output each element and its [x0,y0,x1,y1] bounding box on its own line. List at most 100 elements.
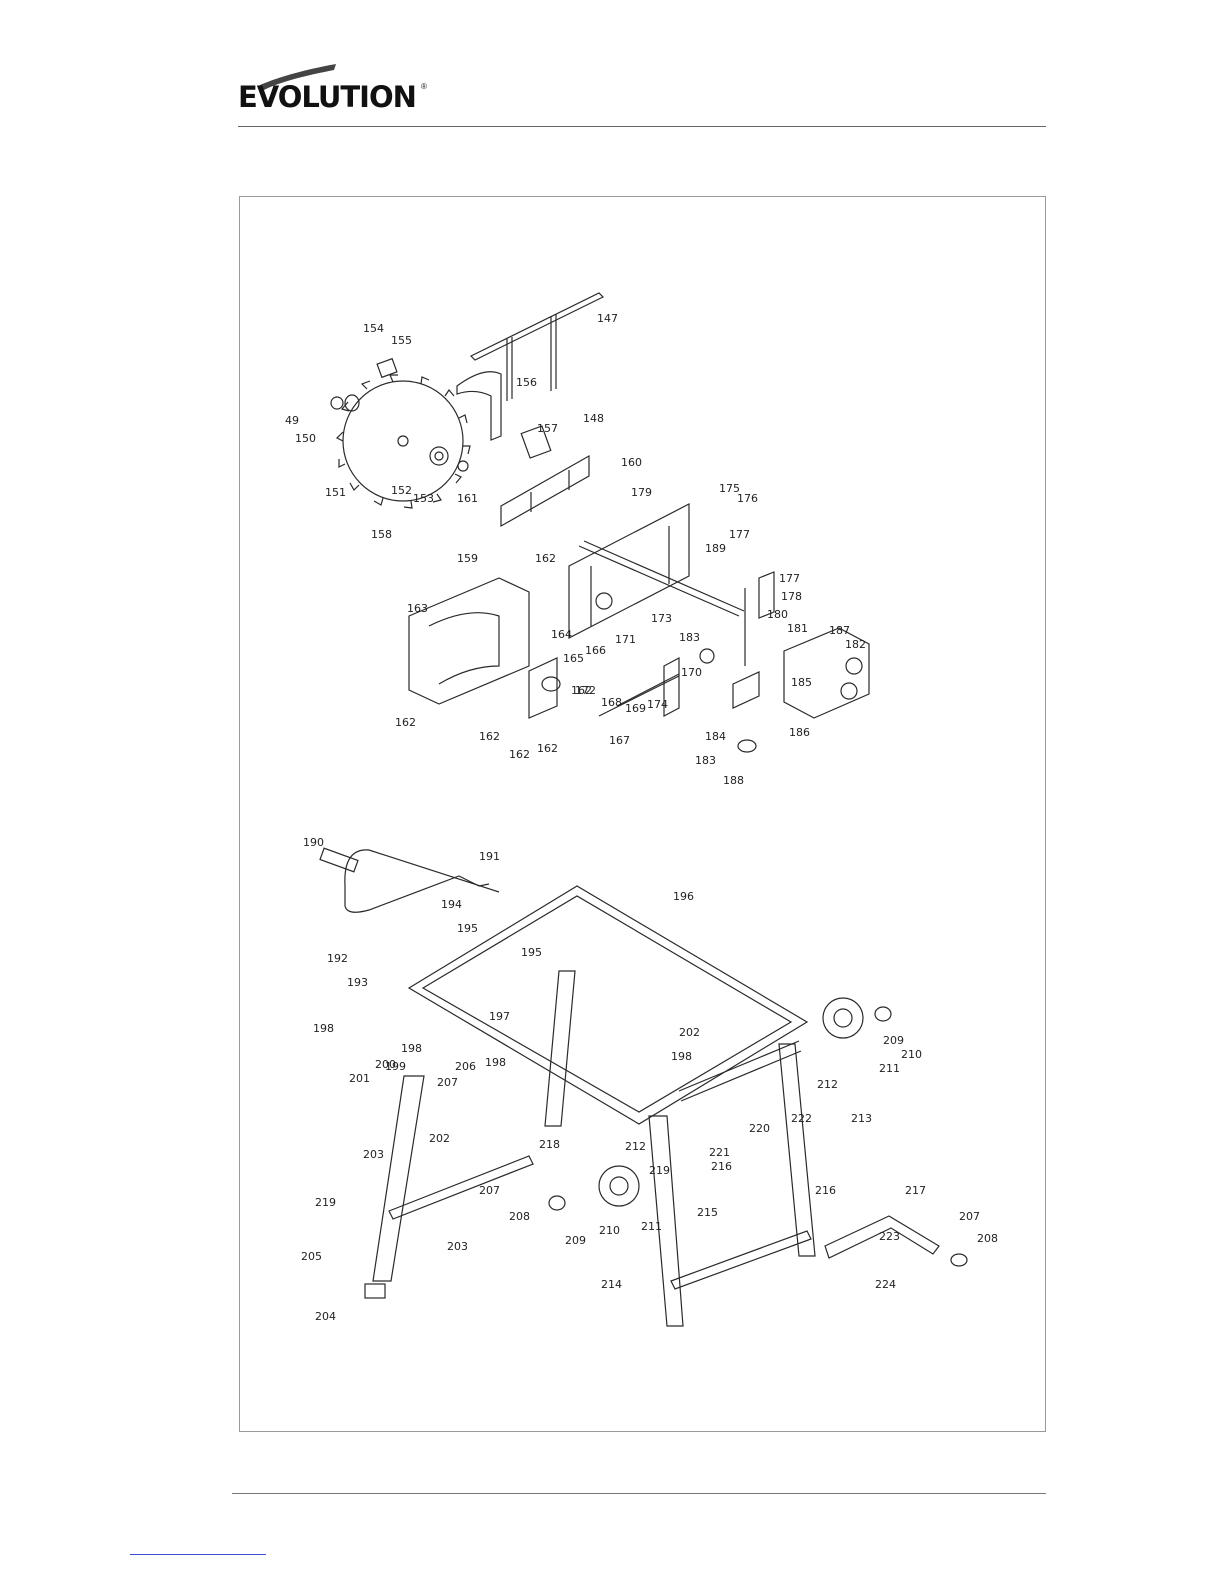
lower-part-label: 212 [817,1078,838,1091]
upper-part-label: 188 [723,774,744,787]
upper-part-label: 162 [571,684,592,697]
upper-part-label: 157 [537,422,558,435]
lower-part-label: 198 [671,1050,692,1063]
upper-part-label: 177 [729,528,750,541]
lower-part-label: 224 [875,1278,896,1291]
upper-part-label: 163 [407,602,428,615]
lower-part-label: 196 [673,890,694,903]
upper-part-label: 162 [395,716,416,729]
upper-part-label: 159 [457,552,478,565]
upper-part-label: 49 [285,414,299,427]
upper-part-label: 156 [516,376,537,389]
upper-part-label: 150 [295,432,316,445]
upper-part-label: 162 [509,748,530,761]
upper-part-label: 162 [479,730,500,743]
lower-part-label: 194 [441,898,462,911]
upper-part-label: 148 [583,412,604,425]
upper-part-label: 178 [781,590,802,603]
upper-part-label: 147 [597,312,618,325]
upper-part-label: 174 [647,698,668,711]
upper-part-label: 169 [625,702,646,715]
lower-part-label: 198 [485,1056,506,1069]
upper-part-label: 180 [767,608,788,621]
upper-part-label: 189 [705,542,726,555]
lower-part-label: 209 [565,1234,586,1247]
upper-part-label: 187 [829,624,850,637]
upper-part-label: 151 [325,486,346,499]
lower-part-label: 195 [457,922,478,935]
lower-part-label: 192 [327,952,348,965]
lower-part-label: 216 [815,1184,836,1197]
lower-part-label: 197 [489,1010,510,1023]
lower-part-label: 198 [401,1042,422,1055]
upper-part-label: 182 [845,638,866,651]
lower-part-label: 215 [697,1206,718,1219]
lower-part-label: 203 [447,1240,468,1253]
lower-part-label: 190 [303,836,324,849]
upper-part-label: 166 [585,644,606,657]
upper-part-label: 175 [719,482,740,495]
lower-part-label: 210 [599,1224,620,1237]
upper-part-label: 155 [391,334,412,347]
lower-part-label: 214 [601,1278,622,1291]
upper-part-label: 177 [779,572,800,585]
lower-part-label: 198 [313,1022,334,1035]
upper-part-label: 165 [563,652,584,665]
upper-part-label: 176 [737,492,758,505]
lower-part-label: 222 [791,1112,812,1125]
upper-part-label: 167 [609,734,630,747]
lower-part-label: 202 [429,1132,450,1145]
upper-part-label: 184 [705,730,726,743]
diagram-frame [239,196,1046,1432]
lower-part-label: 210 [901,1048,922,1061]
lower-part-label: 207 [479,1184,500,1197]
header-divider [238,126,1046,127]
lower-part-label: 199 [385,1060,406,1073]
lower-part-label: 193 [347,976,368,989]
upper-part-label: 181 [787,622,808,635]
upper-part-label: 172 [575,684,596,697]
lower-part-label: 219 [315,1196,336,1209]
lower-part-label: 206 [455,1060,476,1073]
lower-part-label: 207 [437,1076,458,1089]
upper-part-label: 154 [363,322,384,335]
upper-part-label: 183 [695,754,716,767]
upper-part-label: 162 [535,552,556,565]
lower-part-label: 220 [749,1122,770,1135]
upper-part-label: 171 [615,633,636,646]
upper-part-label: 179 [631,486,652,499]
lower-part-label: 202 [679,1026,700,1039]
upper-part-label: 185 [791,676,812,689]
upper-part-label: 161 [457,492,478,505]
lower-part-label: 204 [315,1310,336,1323]
upper-part-label: 186 [789,726,810,739]
upper-part-label: 160 [621,456,642,469]
lower-part-label: 211 [641,1220,662,1233]
brand-logo: EVOLUTION ® [238,60,438,120]
logo-swoosh-icon [258,64,336,90]
lower-part-label: 213 [851,1112,872,1125]
lower-part-label: 208 [977,1232,998,1245]
footer-link-underline [130,1554,266,1555]
upper-part-label: 168 [601,696,622,709]
lower-part-label: 203 [363,1148,384,1161]
lower-part-label: 219 [649,1164,670,1177]
footer-divider [232,1493,1046,1494]
lower-part-label: 207 [959,1210,980,1223]
lower-part-label: 212 [625,1140,646,1153]
lower-part-label: 208 [509,1210,530,1223]
upper-part-label: 170 [681,666,702,679]
upper-part-label: 153 [413,492,434,505]
brand-registered-mark: ® [421,82,427,91]
lower-part-label: 195 [521,946,542,959]
brand-name: EVOLUTION [238,80,417,114]
upper-part-label: 183 [679,631,700,644]
upper-part-label: 158 [371,528,392,541]
lower-part-label: 201 [349,1072,370,1085]
lower-part-label: 200 [375,1058,396,1071]
lower-part-label: 205 [301,1250,322,1263]
lower-part-label: 209 [883,1034,904,1047]
upper-part-label: 173 [651,612,672,625]
lower-part-label: 218 [539,1138,560,1151]
